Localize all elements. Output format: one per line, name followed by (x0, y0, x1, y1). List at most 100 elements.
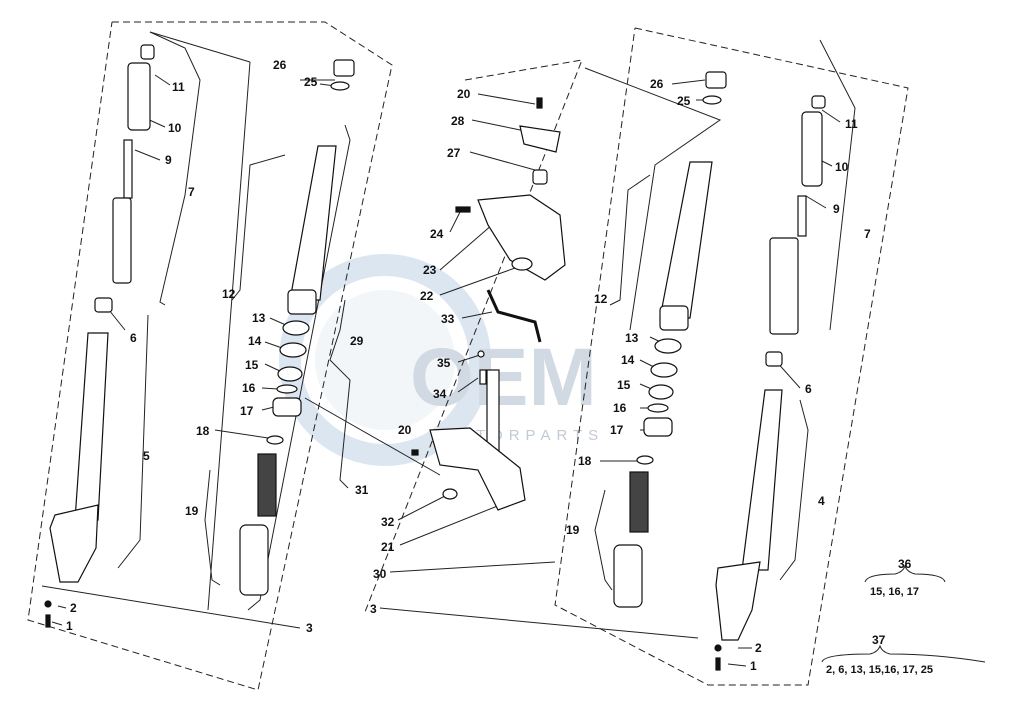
callout-2-left: 2 (70, 601, 77, 615)
callout-30: 30 (373, 567, 387, 581)
left-damper-tube-part (289, 145, 337, 301)
right-bush-part (765, 351, 783, 367)
callout-13-right: 13 (625, 331, 639, 345)
left-seal-14-part (279, 342, 307, 358)
seal-32-part (442, 488, 458, 500)
nut-22-part (511, 257, 533, 271)
center-outline-left (364, 59, 583, 613)
leader-26b (671, 79, 706, 85)
bracket-33-part (486, 289, 542, 343)
callout-5: 5 (143, 449, 150, 463)
right-rod-part (797, 195, 807, 237)
right-axle-foot-part (715, 561, 761, 641)
leader-18a (214, 429, 269, 439)
left-cap-part (140, 44, 155, 60)
callout-21: 21 (381, 540, 395, 554)
callout-16-left: 16 (242, 381, 256, 395)
callout-16-right: 16 (613, 401, 627, 415)
leader-inner (207, 61, 251, 611)
callout-35: 35 (437, 356, 451, 370)
callout-24: 24 (430, 227, 444, 241)
callout-7-right: 7 (864, 227, 871, 241)
bolt-20b-part (411, 449, 419, 456)
callout-19-right: 19 (566, 523, 580, 537)
callout-17-right: 17 (610, 423, 624, 437)
callout-1-right: 1 (750, 659, 757, 673)
left-spring-19-part (257, 453, 277, 517)
leader-lines (41, 31, 986, 667)
callout-7-left: 7 (188, 185, 195, 199)
callout-17-left: 17 (240, 404, 254, 418)
callout-29: 29 (350, 334, 364, 348)
callout-4: 4 (818, 494, 825, 508)
callout-18-right: 18 (578, 454, 592, 468)
callout-27: 27 (447, 146, 461, 160)
leader-3a (41, 585, 301, 629)
right-seal-13-part (654, 338, 682, 354)
right-washer-18-part (636, 455, 654, 465)
callout-14-left: 14 (248, 334, 262, 348)
right-seal-14-part (650, 362, 678, 378)
left-damper-base-part (287, 289, 317, 315)
left-bush-part (94, 297, 113, 313)
bracket-7b (819, 39, 856, 331)
right-damper-parts (613, 71, 727, 608)
watermark-globe-fill (315, 290, 455, 430)
left-spacer-19-part (239, 524, 269, 596)
bracket-29-31 (329, 299, 351, 489)
left-slider-part (74, 332, 109, 521)
callout-28: 28 (451, 114, 465, 128)
left-clip-16-part (276, 384, 298, 394)
right-spring-19-part (629, 471, 649, 533)
leader-1b (727, 663, 747, 667)
callout-10-left: 10 (168, 121, 182, 135)
bracket-4 (779, 399, 809, 581)
left-inner-tube-part (112, 197, 132, 284)
bracket-19a (204, 469, 221, 586)
callout-31: 31 (355, 483, 369, 497)
right-damper-base-part (659, 305, 689, 331)
leader-20a (477, 93, 536, 105)
leader-outline-top (149, 31, 251, 63)
callout-3-center: 3 (370, 602, 377, 616)
kit-37-contents: 2, 6, 13, 15,16, 17, 25 (826, 664, 933, 676)
callout-20-bottom: 20 (398, 423, 412, 437)
left-spring-tube-part (127, 62, 151, 131)
kit-36-number: 36 (898, 557, 912, 571)
callout-6-right: 6 (805, 382, 812, 396)
callout-15-left: 15 (245, 358, 259, 372)
bracket-12a (231, 154, 286, 301)
right-fork-outline (554, 27, 909, 686)
right-oring-part (702, 95, 722, 105)
leader-1a (51, 621, 63, 626)
leader-11b (821, 109, 841, 123)
leader-2a (57, 605, 67, 609)
leader-9a (134, 149, 161, 161)
right-bolt-part (715, 657, 721, 671)
leader-31 (304, 397, 441, 476)
right-inner-tube-part (769, 237, 799, 335)
callout-14-right: 14 (621, 353, 635, 367)
right-washer-part (714, 644, 722, 652)
leader-21 (399, 504, 501, 546)
damper-outline-left (247, 124, 351, 611)
callout-13-left: 13 (252, 311, 266, 325)
left-rod-part (123, 139, 133, 199)
watermark-brand: OEM (410, 332, 597, 423)
callout-20-top: 20 (457, 87, 471, 101)
callout-26-right: 26 (650, 77, 664, 91)
damper-outline-right (584, 67, 722, 331)
callout-34: 34 (433, 387, 447, 401)
right-cap-17-part (643, 417, 673, 437)
left-fork-parts (44, 44, 155, 628)
right-spacer-19-part (613, 544, 643, 608)
right-fork-parts (714, 95, 826, 671)
leader-35 (457, 354, 481, 363)
lower-yoke-21-part (429, 427, 526, 511)
leader-33 (461, 311, 493, 319)
left-damper-parts (239, 59, 355, 596)
leader-22 (439, 267, 516, 296)
kit-36-contents: 15, 16, 17 (870, 586, 919, 598)
